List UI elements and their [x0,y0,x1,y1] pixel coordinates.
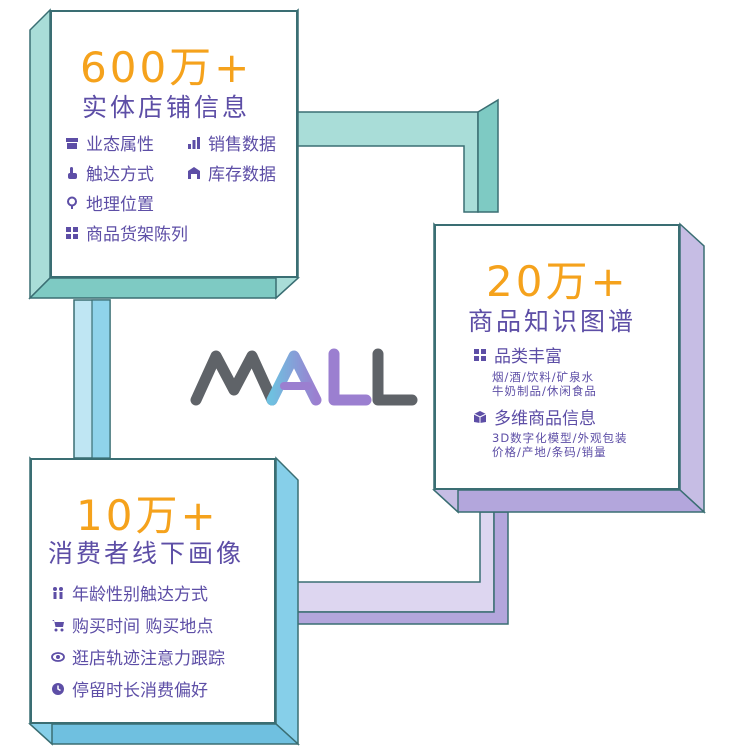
stores-item-location: 地理位置 [64,190,154,215]
card-stores: 600万+ 实体店铺信息 业态属性 销售数据 触达方式 库存数据 地理位置 商品… [50,10,298,278]
consumers-item-label: 停留时长消费偏好 [72,681,208,701]
consumers-item-label: 购买时间 购买地点 [72,617,214,637]
consumers-item-dwell: 停留时长消费偏好 [50,676,208,701]
products-section-label: 多维商品信息 [494,409,596,429]
stores-item-label: 触达方式 [86,165,154,185]
mall-logo [190,348,418,406]
package-icon [472,409,488,425]
stores-item-label: 库存数据 [208,165,276,185]
clock-icon [50,681,66,697]
stores-item-business-type: 业态属性 [64,130,154,155]
consumers-item-label: 逛店轨迹注意力跟踪 [72,649,225,669]
stores-item-label: 地理位置 [86,195,154,215]
consumers-item-tracking: 逛店轨迹注意力跟踪 [50,644,225,669]
stores-headline: 600万+ [80,43,253,92]
products-section-label: 品类丰富 [494,347,562,367]
stores-item-label: 销售数据 [208,135,276,155]
consumers-item-demographics: 年龄性别触达方式 [50,580,208,605]
consumers-headline: 10万+ [76,491,219,540]
warehouse-icon [186,165,202,181]
consumers-subtitle: 消费者线下画像 [48,539,245,568]
stores-item-sales-data: 销售数据 [186,130,276,155]
card-products: 20万+ 商品知识图谱 品类丰富 烟/酒/饮料/矿泉水 牛奶制品/休闲食品 多维… [434,224,680,490]
touch-icon [64,165,80,181]
bar-chart-icon [186,135,202,151]
products-section-multidim: 多维商品信息 [472,404,596,429]
consumers-item-label: 年龄性别触达方式 [72,585,208,605]
products-section-detail: 烟/酒/饮料/矿泉水 [492,370,595,384]
stores-item-label: 业态属性 [86,135,154,155]
consumers-item-purchase: 购买时间 购买地点 [50,612,213,637]
products-section-detail: 3D数字化模型/外观包装 [492,431,628,445]
cart-icon [50,617,66,633]
location-pin-icon [64,195,80,211]
stores-item-reach: 触达方式 [64,160,154,185]
eye-icon [50,649,66,665]
card-consumers: 10万+ 消费者线下画像 年龄性别触达方式 购买时间 购买地点 逛店轨迹注意力跟… [30,458,276,724]
products-section-detail: 牛奶制品/休闲食品 [492,384,597,398]
stores-item-inventory: 库存数据 [186,160,276,185]
grid-icon [472,347,488,363]
store-icon [64,135,80,151]
products-headline: 20万+ [486,257,629,306]
grid-icon [64,225,80,241]
products-subtitle: 商品知识图谱 [468,307,637,336]
products-section-detail: 价格/产地/条码/销量 [492,445,607,459]
stores-subtitle: 实体店铺信息 [82,93,251,122]
stores-item-label: 商品货架陈列 [86,225,188,245]
people-icon [50,585,66,601]
products-section-categories: 品类丰富 [472,342,562,367]
stores-item-shelf: 商品货架陈列 [64,220,188,245]
